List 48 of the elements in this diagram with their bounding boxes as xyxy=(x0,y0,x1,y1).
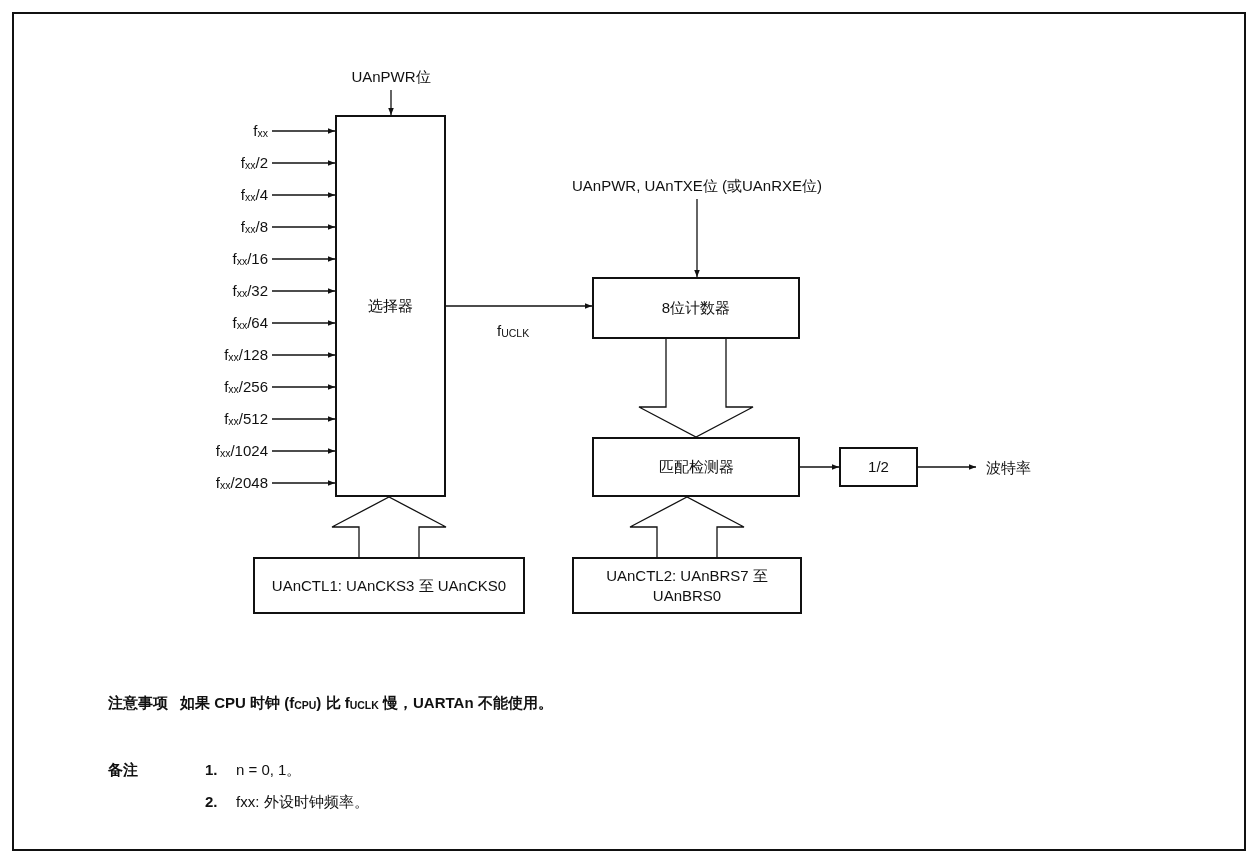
arrow xyxy=(271,352,336,358)
signal-label: UAnPWR位 xyxy=(336,66,446,88)
input-label: f$_{xx}$ xyxy=(180,120,268,142)
arrow xyxy=(271,192,336,198)
input-label: f$_{xx}$/1024 xyxy=(180,440,268,462)
input-label: f$_{xx}$/32 xyxy=(180,280,268,302)
arrow xyxy=(271,160,336,166)
note-text: fxx: 外设时钟频率。 xyxy=(236,793,369,812)
arrow xyxy=(271,320,336,326)
input-label: f$_{xx}$/8 xyxy=(180,216,268,238)
output-label: 波特率 xyxy=(978,457,1038,479)
register-box: UAnCTL1: UAnCKS3 至 UAnCKS0 xyxy=(253,557,525,614)
arrow xyxy=(694,198,700,278)
register-box: UAnCTL2: UAnBRS7 至 UAnBRS0 xyxy=(572,557,802,614)
arrow xyxy=(271,256,336,262)
note-number: 1. xyxy=(205,761,218,778)
arrow xyxy=(271,416,336,422)
arrow xyxy=(917,464,977,470)
selector-box: 选择器 xyxy=(335,115,446,497)
match-detector-box: 匹配检测器 xyxy=(592,437,800,497)
bus-arrow xyxy=(331,496,447,558)
input-label: f$_{xx}$/64 xyxy=(180,312,268,334)
edge-label: f$_{UCLK}$ xyxy=(497,322,530,340)
input-label: f$_{xx}$/2048 xyxy=(180,472,268,494)
arrow xyxy=(388,89,394,116)
arrow xyxy=(271,384,336,390)
bus-arrow xyxy=(629,496,745,558)
input-label: f$_{xx}$/4 xyxy=(180,184,268,206)
input-label: f$_{xx}$/256 xyxy=(180,376,268,398)
arrow xyxy=(799,464,840,470)
input-label: f$_{xx}$/16 xyxy=(180,248,268,270)
signal-label: UAnPWR, UAnTXE位 (或UAnRXE位) xyxy=(530,175,864,197)
input-label: f$_{xx}$/2 xyxy=(180,152,268,174)
arrow xyxy=(271,224,336,230)
remark-heading: 备注 xyxy=(108,761,138,780)
note-text: n = 0, 1。 xyxy=(236,761,302,780)
caution-heading: 注意事项 xyxy=(108,694,168,713)
caution-text: 如果 CPU 时钟 (f$_{CPU}$) 比 f$_{UCLK}$ 慢，UARTAn 不能使用。 xyxy=(180,694,553,713)
arrow xyxy=(271,480,336,486)
arrow xyxy=(445,303,593,309)
arrow xyxy=(271,288,336,294)
arrow xyxy=(271,128,336,134)
input-label: f$_{xx}$/128 xyxy=(180,344,268,366)
input-label: f$_{xx}$/512 xyxy=(180,408,268,430)
arrow xyxy=(271,448,336,454)
bus-arrow xyxy=(638,338,754,438)
counter-box: 8位计数器 xyxy=(592,277,800,339)
note-number: 2. xyxy=(205,793,218,810)
